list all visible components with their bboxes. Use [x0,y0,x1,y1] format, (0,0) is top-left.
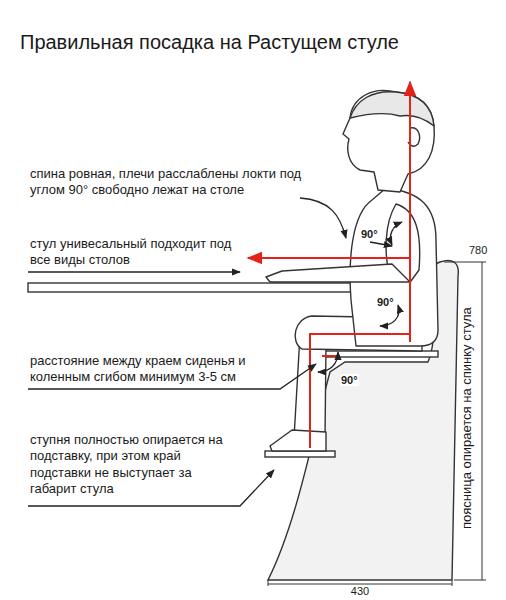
angle-label: 90° [360,228,379,240]
angle-arcs [318,222,402,372]
callout-note: ступня полностью опирается на подставку,… [30,432,230,497]
dimension-lines [268,262,486,586]
posture-lines [248,82,410,448]
child-figure [266,90,438,451]
dimension-label: 430 [351,585,369,599]
callout-note: спина ровная, плечи расслаблены локти по… [30,166,315,199]
title: Правильная посадка на Растущем стуле [20,30,399,55]
side-note: поясница опирается на спинку стула [459,305,475,531]
leader-lines [28,198,346,506]
angle-label: 90° [376,296,395,308]
angle-label: 90° [340,374,359,386]
dimension-label: 780 [469,244,487,258]
callout-note: расстояние между краем сиденья и коленны… [30,353,255,386]
callout-note: стул унивесальный подходит под все виды … [30,236,235,269]
